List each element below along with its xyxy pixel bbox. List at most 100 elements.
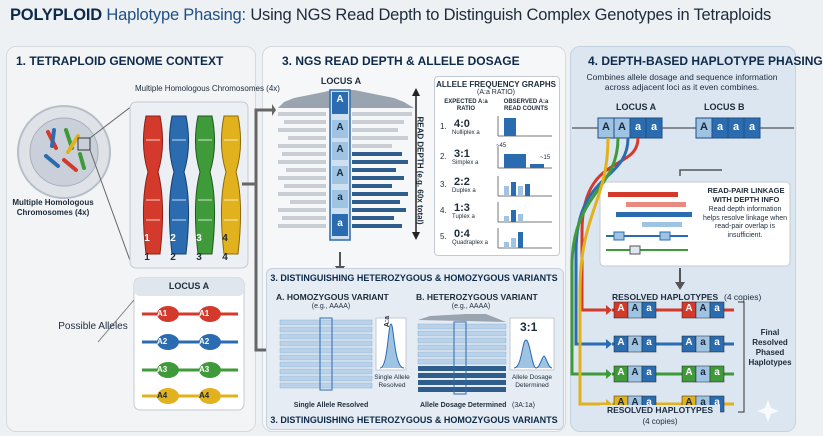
chromosome-1-label: 1 (144, 233, 150, 244)
pileup-base-3: A (336, 144, 344, 155)
row3-num: 3. (440, 180, 447, 189)
heterozygous-eg: (e.g., AAAA) (451, 303, 491, 310)
page-title: POLYPLOID Haplotype Phasing: Using NGS R… (10, 6, 771, 25)
row3-name: Duplex a (452, 188, 476, 194)
chromosome-4-number: 4 (222, 252, 228, 263)
locus-b-allele-3: a (732, 121, 740, 133)
pileup-base-2: A (336, 122, 344, 133)
locus-a-title: LOCUS A (168, 281, 210, 291)
hap3-b-3: a (714, 367, 720, 378)
allele-a3-left: A3 (157, 365, 168, 374)
homozygous-eg: (e.g., AAAA) (311, 303, 351, 310)
row5-name: Quadraplex a (452, 240, 489, 246)
panel1-heading: 1. TETRAPLOID GENOME CONTEXT (16, 54, 224, 68)
locus-a-allele-2: A (618, 121, 626, 133)
panel4-heading: 4. DEPTH-BASED HAPLOTYPE PHASING (588, 54, 823, 68)
homozygous-title: A. HOMOZYGOUS VARIANT (276, 292, 389, 302)
allele-a3-right: A3 (199, 365, 210, 374)
bottom-resolved-title: RESOLVED HAPLOTYPES (600, 405, 720, 415)
chromosome-2-number: 2 (170, 252, 176, 263)
chromosome-2-label: 2 (170, 233, 176, 244)
title-haplotype: Haplotype Phasing: (106, 6, 246, 24)
homologs-top-label: Multiple Homologous Chromosomes (4x) (135, 84, 280, 93)
row2-ratio: 3:1 (454, 148, 470, 160)
allele-a2-left: A2 (157, 337, 168, 346)
variants-heading: 3. DISTINGUISHING HETEROZYGOUS & HOMOZYG… (270, 273, 558, 283)
pileup-base-1: A (336, 94, 344, 105)
homozygous-axis-label: A:a (384, 315, 392, 328)
locus-b-allele-1: A (700, 121, 708, 133)
hap2-b-1: A (685, 337, 693, 348)
hap3-a-2: A (631, 367, 639, 378)
allele-a4-right: A4 (199, 391, 210, 400)
title-subtitle: Using NGS Read Depth to Distinguish Comp… (250, 6, 772, 24)
locus-a-label: LOCUS A (320, 76, 362, 86)
hap1-b-2: A (699, 303, 707, 314)
row1-name: Nulliplex a (452, 130, 480, 136)
final-haplotypes-label: Final Resolved Phased Haplotypes (748, 328, 792, 367)
hap4-a-3: a (646, 397, 652, 408)
locus-a-allele-1: A (602, 121, 610, 133)
locus-b-heading: LOCUS B (704, 102, 745, 112)
locus-b-allele-4: a (748, 121, 756, 133)
linkage-text: Read depth information helps resolve lin… (702, 206, 788, 239)
row5-num: 5. (440, 232, 447, 241)
homologs-side-label: Multiple Homologous Chromosomes (4x) (12, 198, 94, 217)
hap1-a-1: A (617, 303, 625, 314)
heterozygous-caption: Allele Dosage Determined (420, 402, 507, 409)
heterozygous-title: B. HETEROZYGOUS VARIANT (416, 292, 538, 302)
row4-name: Tuplex a (452, 214, 475, 220)
read-pileup (278, 89, 414, 241)
pileup-base-5: a (337, 192, 343, 203)
resolved-count: (4 copies) (724, 292, 762, 302)
col-expected-header: EXPECTED A:a RATIO (444, 99, 488, 112)
chromosome-4-label: 4 (222, 233, 228, 244)
locus-a-allele-4: a (650, 121, 658, 133)
hap3-a-3: a (646, 367, 652, 378)
allele-freq-title: ALLELE FREQUENCY GRAPHS (436, 80, 556, 89)
heterozygous-peak-label: Allele Dosage Determined (511, 374, 553, 389)
hap1-b-1: A (685, 303, 693, 314)
row1-num: 1. (440, 122, 447, 131)
bottom-resolved-count: (4 copies) (600, 417, 720, 426)
hap2-b-3: a (714, 337, 720, 348)
allele-frequency-box (434, 76, 560, 256)
hap4-a-2: A (631, 397, 639, 408)
hap3-b-2: a (700, 367, 706, 378)
variant-illustrations (279, 314, 555, 395)
hap4-b-2: a (700, 397, 706, 408)
homozygous-peak-label: Single Allele Resolved (374, 374, 410, 389)
hap1-b-3: a (714, 303, 720, 314)
chromosome-3-number: 3 (196, 252, 202, 263)
hap4-a-1: A (617, 397, 625, 408)
hap3-a-1: A (617, 367, 625, 378)
chromosome-3-label: 3 (196, 233, 202, 244)
row3-ratio: 2:2 (454, 176, 470, 188)
title-polyploid: POLYPLOID (10, 6, 103, 24)
allele-a1-left: A1 (157, 309, 168, 318)
col-observed-header: OBSERVED A:a READ COUNTS (503, 99, 549, 112)
allele-a4-left: A4 (157, 391, 168, 400)
panel2-heading: 3. NGS READ DEPTH & ALLELE DOSAGE (282, 54, 520, 68)
hap4-b-1: A (685, 397, 693, 408)
locus-b-allele-2: a (716, 121, 724, 133)
possible-alleles-label: Possible Alleles (58, 321, 128, 332)
variants-footer: 3. DISTINGUISHING HETEROZYGOUS & HOMOZYG… (270, 415, 558, 425)
row5-ratio: 0:4 (454, 228, 470, 240)
hap2-a-2: A (631, 337, 639, 348)
haplotype-rows (612, 301, 734, 413)
allele-freq-subtitle: (A:a RATIO) (477, 89, 515, 96)
allele-a2-right: A2 (199, 337, 210, 346)
hap1-a-3: a (646, 303, 652, 314)
chromosome-1-number: 1 (144, 252, 150, 263)
hap2-a-1: A (617, 337, 625, 348)
allele-a1-right: A1 (199, 309, 210, 318)
simplex-count-a: ~45 (496, 143, 507, 149)
simplex-count-b: ~15 (540, 155, 551, 161)
allele-rows (142, 306, 238, 404)
phasing-graphic (570, 117, 794, 422)
hap4-b-3: a (714, 397, 720, 408)
observed-count-graphs (497, 116, 552, 249)
locus-a-allele-3: a (634, 121, 642, 133)
pileup-base-6: a (337, 218, 343, 229)
